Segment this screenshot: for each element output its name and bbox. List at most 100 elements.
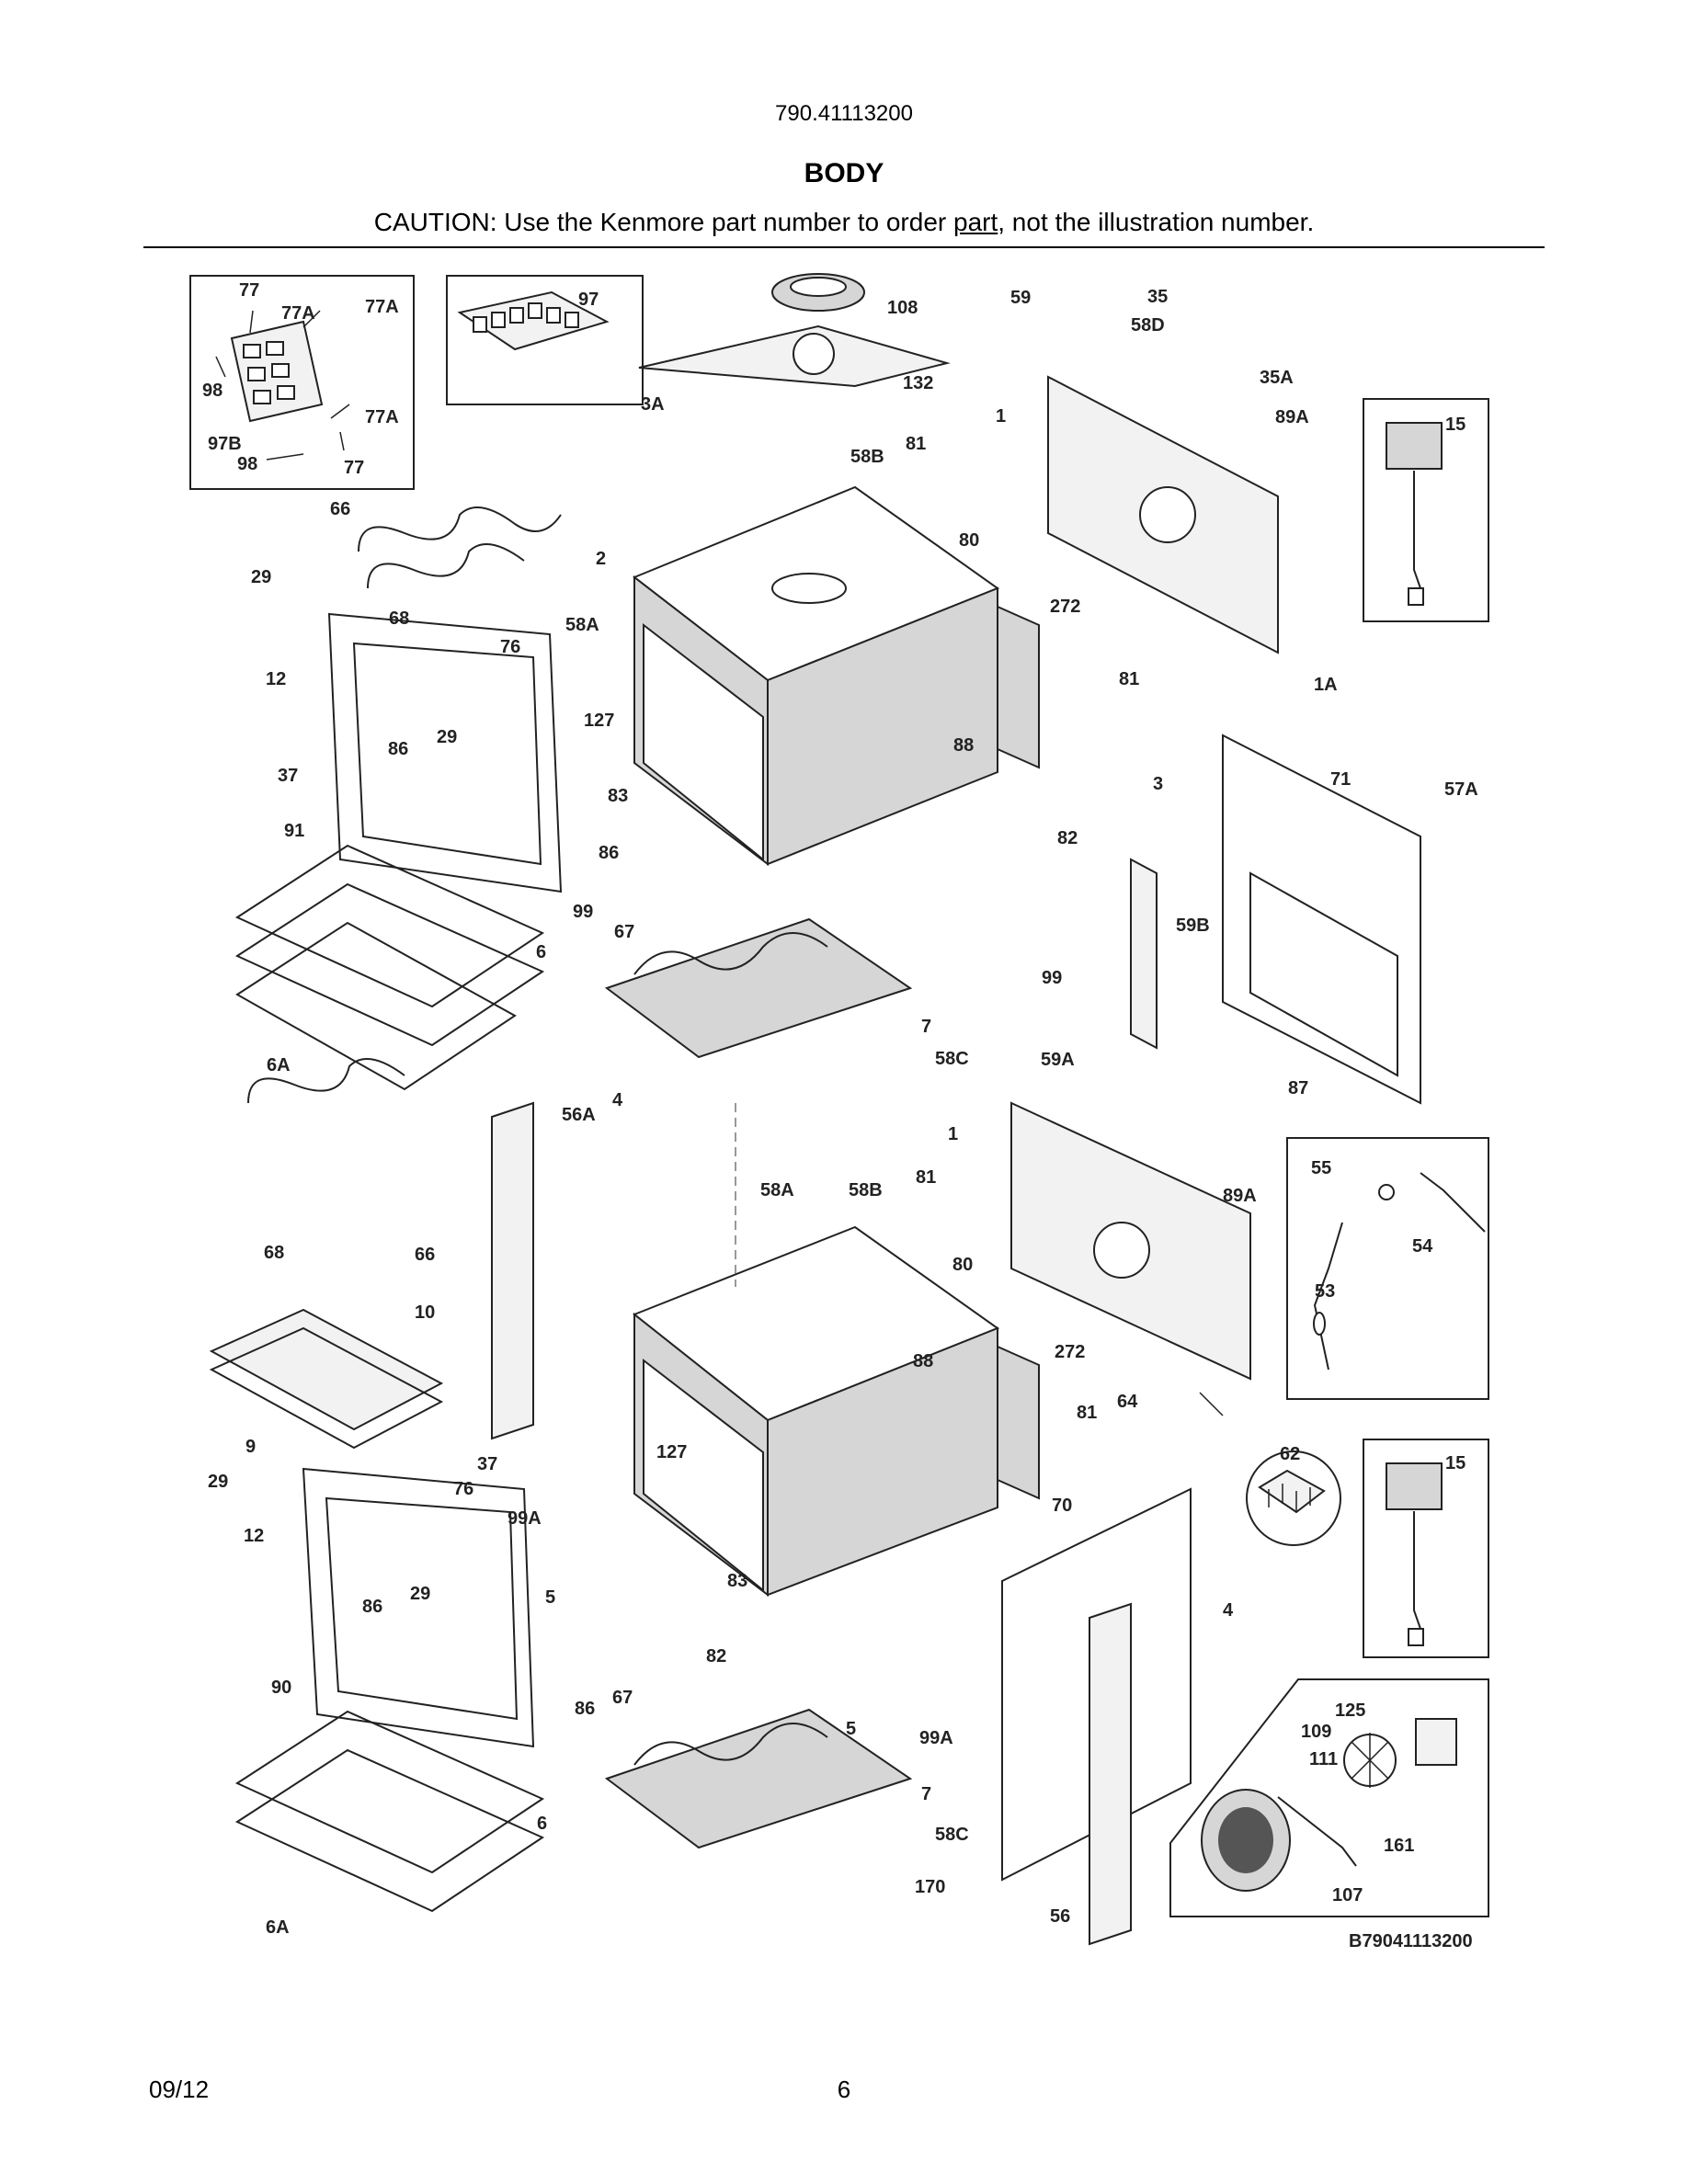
part-label: 54 xyxy=(1412,1236,1433,1257)
part-label: 35A xyxy=(1260,368,1294,388)
part-label: 1 xyxy=(948,1124,958,1144)
part-label: 98 xyxy=(237,454,257,474)
part-label: 82 xyxy=(706,1646,726,1666)
lower-oven-heating-elements xyxy=(247,1058,913,1849)
part-label: 6A xyxy=(267,1055,291,1075)
part-label: 77A xyxy=(281,303,315,324)
part-label: 272 xyxy=(1050,597,1080,617)
part-label: 91 xyxy=(284,821,304,841)
part-label: 99 xyxy=(1042,968,1062,988)
lower-oven-racks xyxy=(234,1710,545,1913)
part-label: 81 xyxy=(1077,1403,1097,1423)
part-label: 29 xyxy=(410,1584,430,1604)
part-label: 6A xyxy=(266,1917,290,1938)
header-rule xyxy=(143,246,1545,248)
part-label: 37 xyxy=(278,766,298,786)
upper-oven-racks xyxy=(234,844,545,1091)
inset-leader xyxy=(1199,1392,1224,1416)
upper-back-panel xyxy=(1047,375,1279,654)
caution-text: CAUTION: Use the Kenmore part number to … xyxy=(373,208,953,236)
part-label: 59B xyxy=(1176,916,1210,936)
part-label: 29 xyxy=(251,567,271,587)
part-label: 108 xyxy=(887,298,918,318)
model-number: 790.41113200 xyxy=(775,101,913,126)
part-label: 81 xyxy=(916,1167,936,1188)
part-label: 6 xyxy=(536,942,546,962)
part-label: 6 xyxy=(537,1814,547,1834)
lower-side-panels xyxy=(491,1101,1192,1946)
relay-board-drawing xyxy=(457,290,610,351)
part-label: 56A xyxy=(562,1105,596,1125)
part-label: 4 xyxy=(612,1090,623,1110)
part-label: 111 xyxy=(1309,1749,1338,1769)
part-label: 29 xyxy=(437,727,457,747)
part-label: 3 xyxy=(1153,774,1163,794)
part-label: 64 xyxy=(1117,1392,1138,1412)
part-label: 56 xyxy=(1050,1906,1070,1927)
terminal-block-drawing xyxy=(1258,1469,1326,1514)
part-label: 58C xyxy=(935,1825,969,1845)
footer-date: 09/12 xyxy=(149,2076,210,2103)
part-label: 59A xyxy=(1041,1050,1075,1070)
lower-oven-cavity xyxy=(633,1225,1040,1598)
part-label: 98 xyxy=(202,381,222,401)
part-label: 70 xyxy=(1052,1496,1072,1516)
part-label: 59 xyxy=(1010,288,1031,308)
part-label: 77A xyxy=(365,407,399,427)
part-label: 9 xyxy=(245,1437,256,1457)
display-module-top xyxy=(1386,422,1443,606)
part-label: 7 xyxy=(921,1017,931,1037)
part-label: 77 xyxy=(239,280,259,301)
part-label: 58A xyxy=(565,615,599,635)
part-label: 82 xyxy=(1057,828,1078,848)
part-label: 170 xyxy=(915,1877,945,1897)
part-label: 3A xyxy=(641,394,665,415)
upper-oven-cavity xyxy=(633,485,1040,867)
part-label: 90 xyxy=(271,1678,291,1698)
part-label: 77 xyxy=(344,458,364,478)
part-label: 109 xyxy=(1301,1722,1331,1742)
part-label: 62 xyxy=(1280,1444,1300,1464)
exploded-parts-diagram: 77 77A 77A 98 77A 97B 98 77 97 108 132 3… xyxy=(0,248,1688,1995)
part-label: 76 xyxy=(453,1479,473,1499)
part-label: 57A xyxy=(1444,779,1478,800)
part-label: 127 xyxy=(656,1442,687,1462)
part-label: 68 xyxy=(264,1243,284,1263)
page-number: 6 xyxy=(837,2076,851,2103)
part-label: 12 xyxy=(244,1526,264,1546)
part-label: 55 xyxy=(1311,1158,1331,1178)
part-label: 4 xyxy=(1223,1600,1234,1621)
part-label: 127 xyxy=(584,711,614,731)
part-label: 272 xyxy=(1055,1342,1085,1362)
part-label: 89A xyxy=(1275,407,1309,427)
part-label: 2 xyxy=(596,549,606,569)
part-label: 58B xyxy=(849,1180,883,1200)
part-label: 15 xyxy=(1445,415,1466,435)
part-label: 99A xyxy=(919,1728,953,1748)
upper-door-frame xyxy=(327,612,563,893)
callout-labels: 77 77A 77A 98 77A 97B 98 77 97 108 132 3… xyxy=(202,280,1478,1951)
part-label: 67 xyxy=(612,1688,633,1708)
caution-text-end: , not the illustration number. xyxy=(998,208,1315,236)
part-label: 99A xyxy=(508,1508,542,1529)
part-label: 83 xyxy=(608,786,628,806)
drawing-code: B79041113200 xyxy=(1349,1931,1473,1951)
part-label: 7 xyxy=(921,1784,931,1804)
part-label: 77A xyxy=(365,297,399,317)
part-label: 71 xyxy=(1330,769,1351,790)
part-label: 29 xyxy=(208,1472,228,1492)
part-label: 53 xyxy=(1315,1281,1335,1302)
part-label: 67 xyxy=(614,922,634,942)
part-label: 68 xyxy=(389,609,409,629)
part-label: 12 xyxy=(266,669,286,689)
inset-temperature-probe xyxy=(1286,1137,1489,1400)
upper-oven-top-cover xyxy=(638,273,951,388)
part-label: 35 xyxy=(1147,287,1168,307)
part-label: 86 xyxy=(388,739,408,759)
part-label: 80 xyxy=(959,530,979,551)
part-label: 86 xyxy=(575,1699,595,1719)
part-label: 1 xyxy=(996,406,1006,427)
section-title: BODY xyxy=(804,158,884,188)
part-label: 76 xyxy=(500,637,520,657)
part-label: 81 xyxy=(906,434,926,454)
